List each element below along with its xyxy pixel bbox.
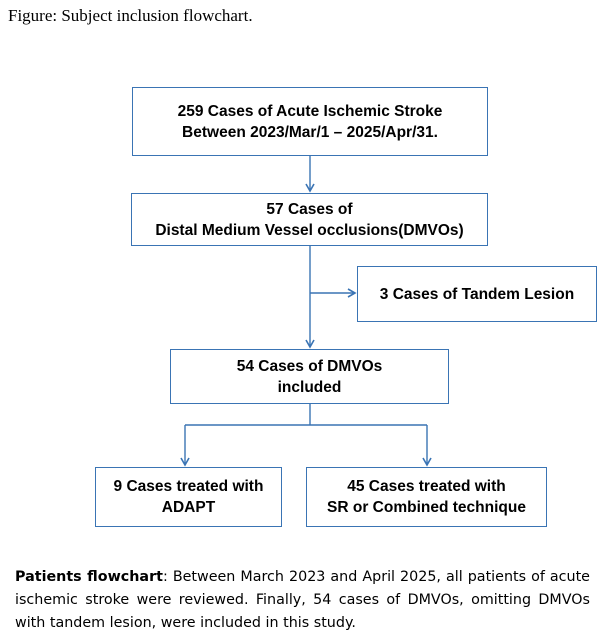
included-cases-line2: included (277, 378, 342, 396)
included-cases-line1: 54 Cases of DMVOs (236, 357, 383, 375)
caption-label: Patients flowchart (15, 569, 163, 585)
total-cases-box: 259 Cases of Acute Ischemic Stroke Betwe… (132, 87, 488, 156)
excluded-tandem-line1: 3 Cases of Tandem Lesion (379, 285, 575, 303)
sr-combined-cases-line1: 45 Cases treated with (347, 478, 506, 495)
dmvo-cases-box: 57 Cases of Distal Medium Vessel occlusi… (131, 193, 488, 246)
adapt-cases-line1: 9 Cases treated with (113, 478, 264, 495)
included-cases-box: 54 Cases of DMVOs included (170, 349, 449, 404)
flowchart-caption: Patients flowchart: Between March 2023 a… (15, 566, 590, 635)
adapt-cases-box: 9 Cases treated with ADAPT (95, 467, 282, 527)
sr-combined-cases-box: 45 Cases treated with SR or Combined tec… (306, 467, 547, 527)
adapt-cases-line2: ADAPT (161, 499, 216, 516)
total-cases-line2: Between 2023/Mar/1 – 2025/Apr/31. (182, 123, 438, 141)
dmvo-cases-line1: 57 Cases of (266, 200, 353, 218)
figure-title: Figure: Subject inclusion flowchart. (8, 6, 253, 25)
sr-combined-cases-line2: SR or Combined technique (327, 499, 526, 516)
caption-text: : Between March 2023 and April 2025, all… (15, 569, 590, 631)
total-cases-line1: 259 Cases of Acute Ischemic Stroke (177, 102, 443, 120)
dmvo-cases-line2: Distal Medium Vessel occlusions(DMVOs) (155, 221, 464, 239)
excluded-tandem-box: 3 Cases of Tandem Lesion (357, 266, 597, 322)
